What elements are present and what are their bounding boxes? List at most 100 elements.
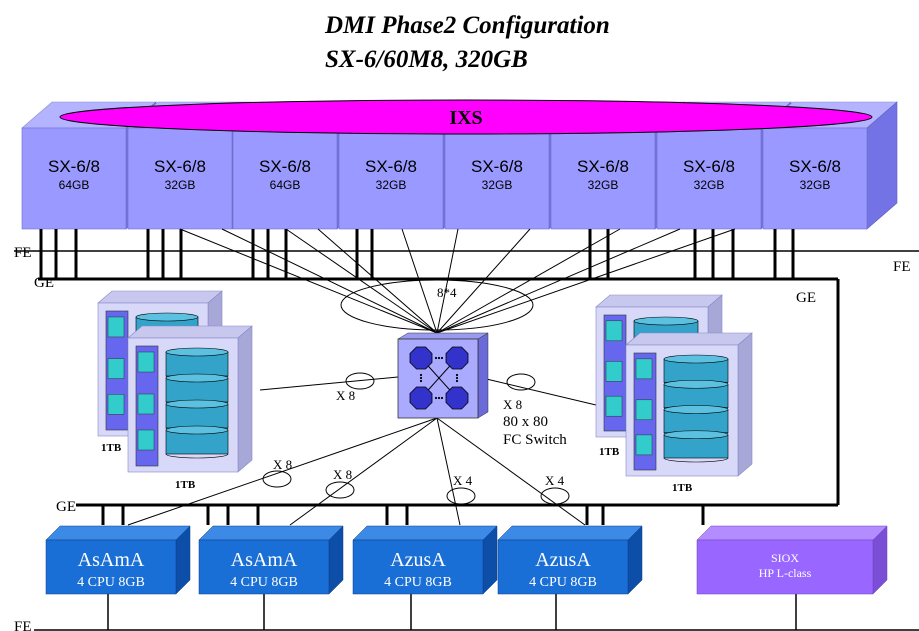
server-name: AsAmA [231,549,298,571]
siox-name: SIOX [771,551,799,565]
sx-node-memory: 32GB [694,178,725,192]
controller-slot [107,316,125,338]
switch-dot [437,396,441,400]
controller-slot [137,351,155,373]
ge-label-top-left: GE [34,275,54,291]
disk-top [165,373,229,383]
controller-slot [107,394,125,415]
fc-link [436,228,459,334]
sx-node-front [444,127,550,230]
sx-node-memory: 32GB [588,178,619,192]
fc-link [317,228,438,334]
switch-port-octagon [445,346,469,370]
disk-top [135,312,199,322]
server-spec: 4 CPU 8GB [230,575,298,590]
storage-right-back-label: 1TB [599,446,620,458]
sx-node-name: SX-6/8 [471,157,523,176]
fc-link-server [436,417,461,526]
sx-node-front [550,127,656,230]
storage-right-front-label: 1TB [672,482,693,494]
controller-slot [605,320,623,342]
switch-dot [455,373,459,377]
sx-node-name: SX-6/8 [48,157,100,176]
server-spec: 4 CPU 8GB [77,575,145,590]
controller-slot [635,434,653,456]
switch-port-octagon [409,346,433,370]
disk-top [165,347,229,357]
disk-top [663,405,729,414]
fc-link [285,228,438,334]
switch-dot [455,376,459,380]
switch-dot [440,396,444,400]
fe-label-bottom-left: FE [14,619,32,631]
ixs-interconnect: IXS [59,99,873,135]
server-link-label-3: X 4 [453,473,473,488]
fc-link-ring [540,487,570,505]
switch-dot [419,376,423,380]
siox-spec: HP L-class [759,566,812,580]
fc-link [436,228,621,334]
sx-node-front [127,127,233,230]
server-link-label-1: X 8 [273,457,292,472]
ge-label-top-right: GE [796,290,816,306]
network-lines [14,229,919,631]
sx-node-name: SX-6/8 [259,157,311,176]
controller-slot [137,429,155,451]
server-node: AsAmA 4 CPU 8GB [198,525,344,595]
disk-platter [165,429,229,455]
server-front [198,539,330,595]
fc-link-storage-left [259,376,399,391]
storage-left-front-label: 1TB [175,479,196,491]
sx-node-front [762,127,868,230]
fe-label-right: FE [893,259,911,275]
disk-top [663,379,729,389]
controller-slot [605,361,623,382]
fc-link-server [436,417,586,526]
server-link-label-2: X 8 [333,467,352,482]
switch-dot [434,396,438,400]
server-spec: 4 CPU 8GB [529,575,597,590]
fc-links [127,228,736,526]
fc-link-ring [506,373,536,391]
fc-link-ring [345,372,375,390]
sx-node-memory: 32GB [800,178,831,192]
sx-node-name: SX-6/8 [154,157,206,176]
fc-link [179,228,438,334]
storage-right: 1TB 1TB [595,294,753,494]
switch-dot [419,373,423,377]
disk-top [165,425,229,435]
disk-array [127,325,253,473]
sx-node-memory: 32GB [376,178,407,192]
ge-label-bottom-left: GE [56,499,76,515]
server-front [497,539,629,595]
ixs-label: IXS [449,107,482,129]
disk-top [165,399,229,409]
fc-link [436,228,736,334]
switch-port-octagon [409,386,433,410]
fc-link [221,228,438,334]
storage-link-label-left: X 8 [336,388,355,403]
fc-link [436,228,681,334]
sx-node-front [232,127,338,230]
controller-slot [107,358,125,379]
disk-top [633,316,699,326]
controller-slot [605,395,623,417]
server-name: AsAmA [78,549,145,571]
switch-dot [455,379,459,383]
switch-dot [419,379,423,383]
fc-link-ring [262,470,292,488]
server-front [352,539,484,595]
sx-node-memory: 64GB [59,178,90,192]
title-line-1: DMI Phase2 Configuration [324,12,610,39]
disk-top [663,430,729,440]
title-line-2: SX-6/60M8, 320GB [325,46,528,73]
fc-switch-ports: 80 x 80 [503,414,548,430]
sx-node-front [656,127,762,230]
switch-dot [440,356,444,360]
fc-link [436,228,531,334]
storage-link-label-right: X 8 [503,397,522,412]
